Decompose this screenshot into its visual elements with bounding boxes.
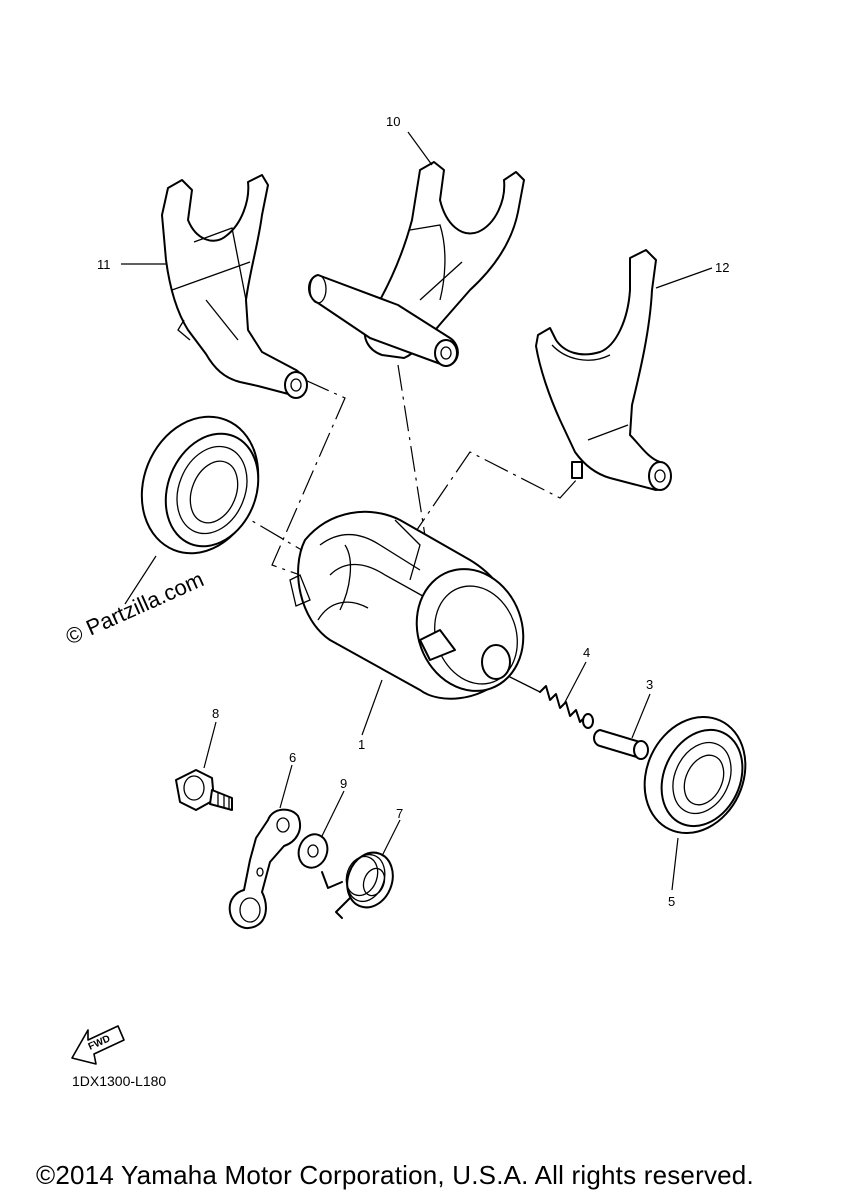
callout-1: 1: [358, 737, 365, 752]
callout-9: 9: [340, 776, 347, 791]
bearing-5[interactable]: [626, 700, 764, 849]
callout-5: 5: [668, 894, 675, 909]
callout-7: 7: [396, 806, 403, 821]
callout-4: 4: [583, 645, 590, 660]
callout-numbers: 10 11 12 1 4 3 5 8 6 9 7: [97, 114, 729, 909]
callout-6: 6: [289, 750, 296, 765]
partzilla-watermark: © Partzilla.com: [62, 566, 208, 649]
callout-12: 12: [715, 260, 729, 275]
shift-fork-11[interactable]: [161, 174, 308, 399]
copyright-notice: ©2014 Yamaha Motor Corporation, U.S.A. A…: [36, 1160, 754, 1190]
fwd-arrow-icon: FWD: [71, 1025, 125, 1065]
shift-fork-12[interactable]: [535, 249, 672, 491]
washer-9[interactable]: [294, 830, 332, 872]
spring-4[interactable]: [507, 675, 594, 729]
callout-3: 3: [646, 677, 653, 692]
callout-11: 11: [97, 257, 111, 272]
stopper-lever-6[interactable]: [228, 808, 302, 930]
diagram-code: 1DX1300-L180: [72, 1073, 167, 1089]
bearing-left[interactable]: [122, 399, 278, 571]
bolt-8[interactable]: [175, 769, 233, 811]
callout-10: 10: [386, 114, 400, 129]
shift-fork-10[interactable]: [308, 161, 525, 367]
leader-lines: [121, 131, 713, 891]
pin-3[interactable]: [593, 729, 649, 760]
torsion-spring-7[interactable]: [321, 846, 400, 919]
callout-8: 8: [212, 706, 219, 721]
shift-drum-1[interactable]: [289, 510, 540, 706]
